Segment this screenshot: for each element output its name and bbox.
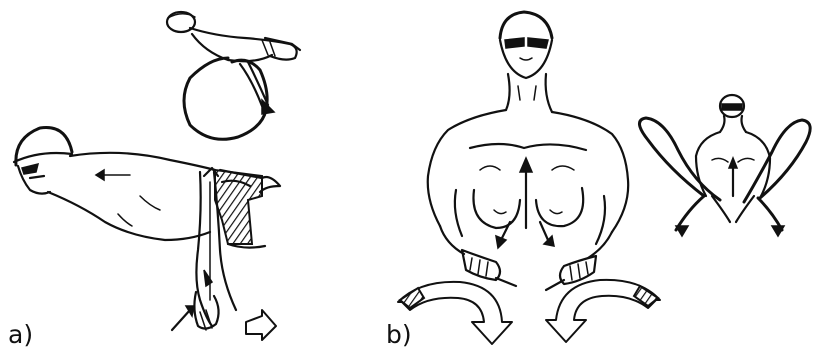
inset-swimmer-a	[167, 12, 300, 139]
panel-label-a: a)	[8, 322, 33, 347]
panel-a-drawing	[14, 12, 300, 340]
panel-b-drawing	[398, 12, 810, 344]
main-swimmer-b	[398, 12, 660, 344]
inset-swimmer-b	[639, 95, 810, 236]
panel-label-b: b)	[386, 322, 412, 347]
main-swimmer-a	[14, 128, 280, 341]
